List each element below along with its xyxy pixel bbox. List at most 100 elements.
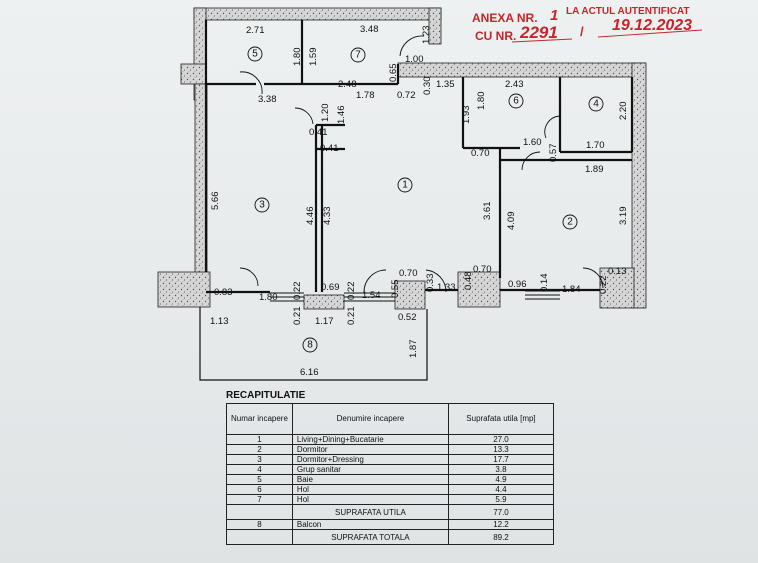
windows: [270, 290, 560, 302]
svg-text:8: 8: [307, 340, 313, 351]
recap-header-number: Numar incapere: [226, 403, 293, 435]
dimension-label: 0.57: [548, 144, 559, 163]
dimension-label: 0.72: [397, 90, 416, 101]
table-cell: 4.9: [447, 474, 555, 485]
dimension-label: 1.70: [586, 140, 605, 151]
recap-header-name: Denumire incapere: [291, 403, 449, 435]
table-cell: 13.3: [447, 444, 555, 455]
svg-text:4: 4: [593, 99, 599, 110]
table-cell: Living+Dining+Bucatarie: [291, 434, 449, 445]
table-cell: 1: [226, 434, 293, 445]
table-cell: 5.9: [447, 494, 555, 505]
dimension-label: 0.22: [346, 282, 357, 301]
table-cell: 12.2: [447, 519, 555, 530]
dimension-label: 0.69: [321, 282, 340, 293]
dimension-label: 0.83: [214, 287, 233, 298]
wall-bottom-mid: [457, 271, 501, 308]
dimension-label: 0.21: [292, 307, 303, 326]
suprafata-totala-label: SUPRAFATA TOTALA: [291, 529, 449, 545]
recap-header-row: Numar incapere Denumire incapere Suprafa…: [226, 403, 555, 435]
dimension-label: 0.22: [598, 276, 609, 295]
wall-bottom-center: [303, 294, 345, 310]
stamp-anexa: ANEXA NR.: [472, 11, 538, 25]
dimension-label: 1.59: [308, 48, 319, 67]
suprafata-utila-label: SUPRAFATA UTILA: [291, 504, 449, 520]
wall-bottom-column: [394, 280, 426, 310]
dimension-label: 6.16: [300, 367, 319, 378]
room-marker-2: 2: [562, 214, 578, 230]
dimension-label: 1.54: [362, 290, 381, 301]
svg-text:2: 2: [567, 217, 573, 228]
recap-table: Numar incapere Denumire incapere Suprafa…: [226, 403, 555, 545]
table-cell: 27.0: [447, 434, 555, 445]
room-marker-6: 6: [508, 93, 524, 109]
svg-text:5: 5: [252, 49, 258, 60]
recap-title: RECAPITULATIE: [226, 390, 306, 401]
wall-top-right-stub: [428, 7, 442, 45]
table-cell: 2: [226, 444, 293, 455]
table-cell: 8: [226, 519, 293, 530]
dimension-label: 0.55: [390, 280, 401, 299]
dimension-label: 0.70: [471, 148, 490, 159]
table-cell: 4.4: [447, 484, 555, 495]
door-swings: [239, 35, 604, 293]
dimension-labels: 2.71 3.48 1.23 1.00 1.80 1.59 0.65 1.35 …: [210, 24, 629, 378]
table-cell: Balcon: [291, 519, 449, 530]
dimension-label: 2.43: [505, 79, 524, 90]
dimension-label: 4.09: [506, 212, 517, 231]
walls: [157, 7, 647, 310]
dimension-label: 0.52: [398, 312, 417, 323]
dimension-label: 5.66: [210, 192, 221, 211]
table-cell: 3.8: [447, 464, 555, 475]
dimension-label: 4.33: [322, 207, 333, 226]
stamp-date: 19.12.2023: [612, 17, 692, 34]
dimension-label: 2.20: [618, 102, 629, 121]
dimension-label: 1.87: [408, 340, 419, 359]
dimension-label: 1.35: [436, 79, 455, 90]
wall-right: [631, 62, 647, 309]
room-markers: 1 2 3 4 5 6 7 8: [247, 46, 604, 353]
balcony-outline: [199, 307, 428, 381]
dimension-label: 1.33: [437, 282, 456, 293]
room-marker-8: 8: [302, 337, 318, 353]
dimension-label: 0.70: [399, 268, 418, 279]
notary-stamp: ANEXA NR. 1 LA ACTUL AUTENTIFICAT CU NR.…: [472, 6, 703, 43]
dimension-label: 1.13: [210, 316, 229, 327]
dimension-label: 1.80: [476, 92, 487, 111]
suprafata-utila-value: 77.0: [447, 504, 555, 520]
dimension-label: 3.61: [482, 202, 493, 221]
dimension-label: 2.48: [338, 79, 357, 90]
recap-header-area: Suprafata utila [mp]: [447, 403, 555, 435]
room-marker-4: 4: [588, 96, 604, 112]
wall-top: [193, 7, 442, 21]
stamp-anexa-nr: 1: [550, 7, 558, 24]
table-cell: 6: [226, 484, 293, 495]
table-cell: [226, 529, 293, 545]
partitions: [204, 20, 634, 294]
svg-text:3: 3: [259, 200, 265, 211]
dimension-label: 1.93: [461, 106, 472, 125]
dimension-label: 4.46: [305, 207, 316, 226]
dimension-label: 0.33: [425, 274, 436, 293]
table-cell: 5: [226, 474, 293, 485]
dimension-label: 0.30: [422, 77, 433, 96]
table-cell: 7: [226, 494, 293, 505]
dimension-label: 0.65: [388, 64, 399, 83]
svg-text:6: 6: [513, 96, 519, 107]
dimension-label: 0.70: [473, 264, 492, 275]
dimension-label: 3.38: [258, 94, 277, 105]
dimension-label: 0.22: [292, 282, 303, 301]
table-cell: 4: [226, 464, 293, 475]
stamp-slash: /: [580, 24, 584, 39]
table-cell: Baie: [291, 474, 449, 485]
table-cell: Dormitor+Dressing: [291, 454, 449, 465]
dimension-label: 1.89: [585, 164, 604, 175]
